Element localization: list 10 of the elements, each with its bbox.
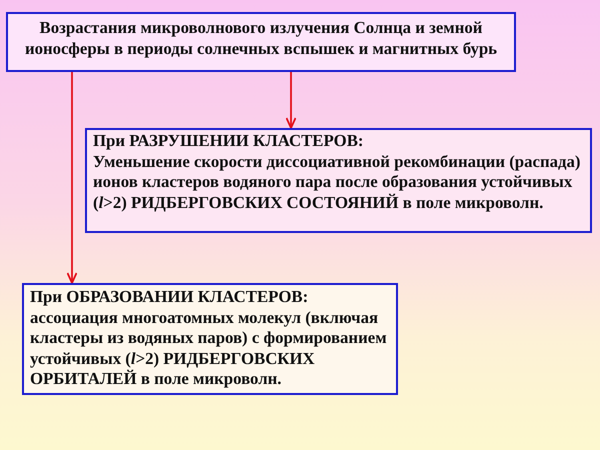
box-text: Уменьшение скорости диссоциативной рекомбинации (распада) ионов кластеров водяного пара после образования устойчивых (l>2) РИДБЕРГОВСКИХ СОСТОЯНИЙ в поле микроволн.: [93, 152, 582, 213]
box-heading: При РАЗРУШЕНИИ КЛАСТЕРОВ:: [93, 131, 364, 152]
process-box: [22, 283, 398, 395]
box-heading: При ОБРАЗОВАНИИ КЛАСТЕРОВ:: [30, 287, 310, 308]
process-box: [6, 12, 516, 72]
box-text: ассоциация многоатомных молекул (включая кластеры из водяных паров) с формированием устойчивых (l>2) РИДБЕРГОВСКИХ ОРБИТАЛЕЙ в поле микроволн.: [30, 308, 388, 390]
arrow: [66, 72, 78, 284]
arrow: [286, 72, 296, 129]
process-box: [85, 128, 592, 233]
box-text: Возрастания микроволнового излучения Солнца и земной ионосферы в периоды солнечных вспышек и магнитных бурь: [24, 18, 498, 59]
